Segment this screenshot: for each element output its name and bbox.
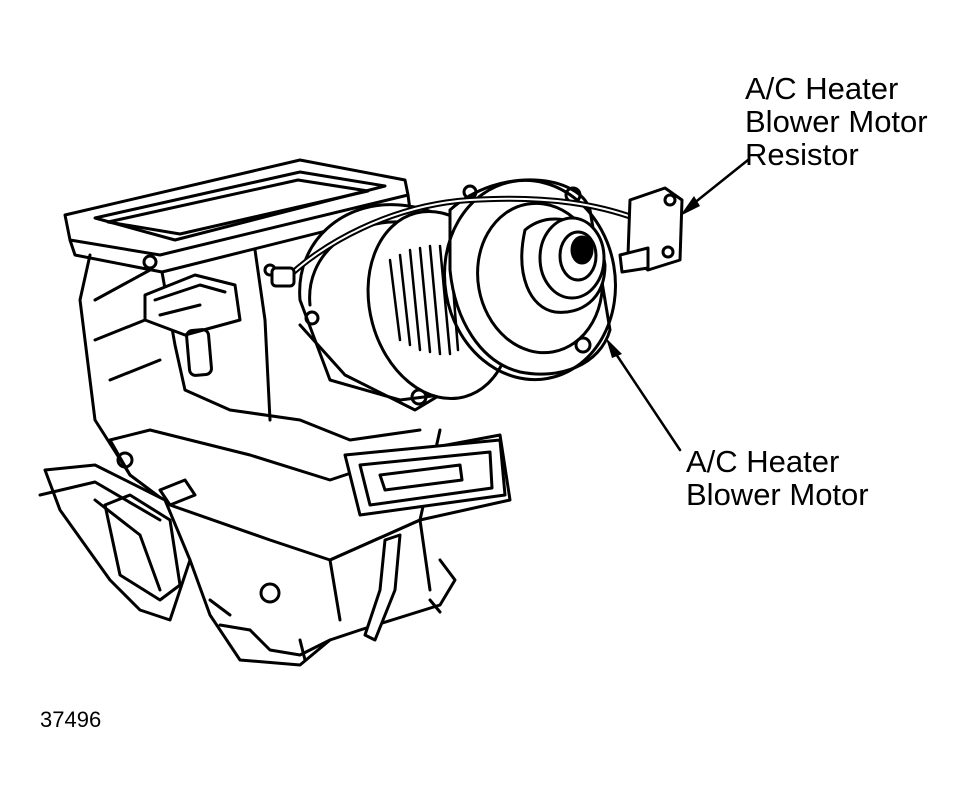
wire-and-resistor	[270, 186, 684, 288]
figure-number: 37496	[40, 707, 102, 732]
motor-arrowhead	[606, 338, 622, 358]
motor-leader-line	[610, 346, 682, 452]
resistor-callout-label: A/C Heater Blower Motor Resistor	[745, 71, 928, 172]
resistor-leader-line	[686, 158, 750, 210]
blower-motor	[366, 178, 617, 401]
blower-motor-callout-label: A/C Heater Blower Motor	[686, 444, 869, 512]
lower-outlet	[38, 428, 512, 667]
resistor-arrowhead	[680, 196, 700, 216]
leader-lines	[606, 158, 750, 452]
